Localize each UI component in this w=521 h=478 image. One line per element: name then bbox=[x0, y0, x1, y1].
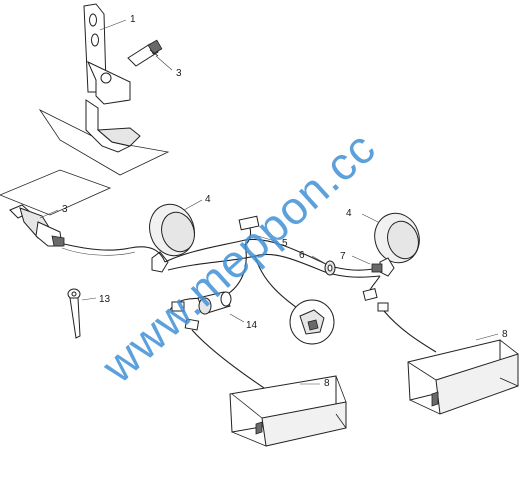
callout-8-right: 8 bbox=[502, 329, 508, 340]
callout-3-top: 3 bbox=[176, 68, 182, 79]
plug-connector-top bbox=[127, 39, 163, 67]
rear-lamp-right bbox=[407, 339, 519, 415]
leader-lines bbox=[39, 19, 499, 385]
callout-3-left: 3 bbox=[62, 204, 68, 215]
callout-4-left: 4 bbox=[205, 194, 211, 205]
mounting-bracket bbox=[38, 3, 170, 176]
callout-14: 14 bbox=[246, 320, 258, 331]
relay-connector bbox=[197, 291, 232, 315]
callout-4-right: 4 bbox=[346, 208, 352, 219]
callout-8-left: 8 bbox=[324, 378, 330, 389]
work-lamp-right bbox=[374, 212, 420, 277]
callout-labels: 1 3 3 4 4 5 6 7 8 8 13 14 bbox=[62, 14, 508, 389]
cable-tie bbox=[67, 288, 81, 339]
rear-lamp-left bbox=[229, 375, 347, 447]
work-lamp-left bbox=[149, 203, 195, 273]
callout-5: 5 bbox=[282, 238, 288, 249]
switch-detail bbox=[289, 299, 335, 345]
callout-1: 1 bbox=[130, 14, 136, 25]
callout-7: 7 bbox=[340, 251, 346, 262]
callout-6: 6 bbox=[299, 250, 305, 261]
callout-13: 13 bbox=[99, 294, 111, 305]
plug-connector-left bbox=[0, 169, 112, 247]
